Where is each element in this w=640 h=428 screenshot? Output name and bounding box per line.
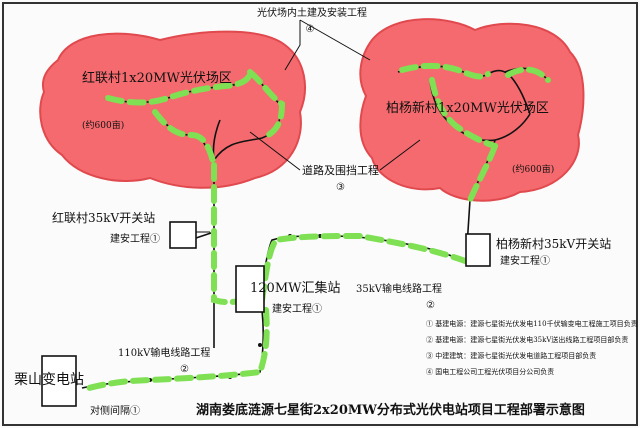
road-label: 道路及围挡工程 (302, 163, 379, 177)
line-35kv-num: ② (426, 300, 435, 311)
switch-station-right-box (465, 233, 491, 267)
switch-station-right-name: 柏杨新村35kV开关站 (496, 236, 611, 251)
route-field-right (399, 62, 491, 80)
route-35kv (259, 232, 471, 303)
legend-item-2: ② 基建电源：建源七星街光伏发电35kV送出线路工程项目部负责 (426, 335, 628, 344)
switch-station-left-name: 红联村35kV开关站 (52, 210, 155, 225)
route-field-left (152, 109, 217, 168)
legend-item-4: ④ 国电工程公司工程光伏项目分公司负责 (426, 367, 554, 376)
switch-station-left-box (169, 221, 197, 249)
route-trunk-right (465, 143, 498, 208)
legend: ① 基建电源：建源七星街光伏发电110千伏输变电工程施工项目负责 ② 基建电源：… (426, 319, 638, 376)
substation-name: 栗山变电站 (14, 372, 84, 388)
leader-road-left (249, 131, 301, 171)
route-field-right (505, 66, 551, 83)
green-routes (79, 62, 551, 393)
collector-sub: 建安工程① (272, 302, 322, 315)
line-110kv-label: 110kV输电线路工程 (118, 346, 210, 359)
line-35kv (261, 235, 467, 281)
substation-box (41, 355, 77, 407)
collector-name: 120MW汇集站 (250, 280, 341, 296)
legend-item-1: ① 基建电源：建源七星街光伏发电110千伏输变电工程施工项目负责 (426, 319, 638, 328)
field-right-area: (约600亩) (512, 163, 554, 175)
leader-top-right (299, 19, 371, 61)
route-field-left (247, 69, 286, 141)
collector-station-box (235, 265, 265, 313)
top-label: 光伏场内土建及安装工程 (257, 6, 367, 19)
route-field-left (105, 69, 253, 106)
line-110kv-num: ② (180, 364, 189, 375)
line-35kv-label: 35kV输电线路工程 (356, 282, 442, 295)
route-field-right (429, 77, 498, 149)
legend-item-3: ③ 中建建筑：建源七星街光伏发电道路工程项目部负责 (426, 351, 596, 360)
field-right-name: 柏杨新村1x20MW光伏场区 (386, 100, 549, 116)
road-num: ③ (336, 182, 345, 193)
field-left-area: (约600亩) (82, 119, 124, 131)
switch-station-right-sub: 建安工程① (500, 254, 550, 267)
substation-sub: 对侧间隔① (90, 404, 140, 417)
switch-station-left-sub: 建安工程① (110, 232, 160, 245)
top-num: ④ (306, 24, 315, 35)
field-left-name: 红联村1x20MW光伏场区 (82, 70, 232, 86)
field-right-line (494, 113, 531, 141)
leader-top (284, 20, 301, 71)
field-left-area (39, 30, 306, 189)
diagram-title: 湖南娄底涟源七星街2x20MW分布式光伏电站项目工程部署示意图 (196, 402, 585, 418)
leader-road-right (379, 139, 421, 171)
